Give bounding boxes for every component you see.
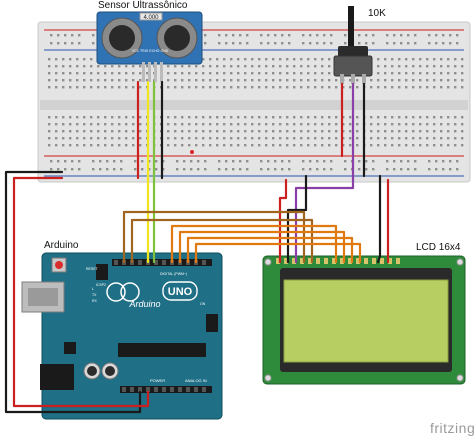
lcd-title: LCD 16x4 [416, 242, 461, 253]
wire-5v-main [12, 176, 150, 408]
wire-lcd-backlight-k [376, 174, 382, 264]
icsp2-header [96, 264, 108, 280]
on-label: ON [200, 302, 206, 306]
lcd-header-pins [276, 258, 400, 264]
wire-lcd-vss [286, 174, 308, 264]
arduino-brand: Arduino [128, 299, 160, 309]
wire-lcd-vdd [278, 178, 288, 264]
sensor-title: Sensor Ultrassônico [98, 0, 188, 11]
breadboard-marker [190, 150, 194, 154]
wire-lcd-d5 [178, 230, 346, 264]
rx-label: RX [92, 299, 98, 303]
analog-label: ANALOG IN [185, 378, 207, 383]
fritzing-watermark: fritzing [430, 420, 474, 436]
wire-lcd-d7 [194, 242, 362, 264]
lcd-module [262, 255, 466, 385]
power-label: POWER [150, 378, 165, 383]
wire-lcd-en [130, 218, 314, 264]
sensor-pin-labels: VCC TRIG ECHO GND [132, 49, 169, 53]
digital-label: DIGITAL (PWM~) [160, 272, 187, 276]
wire-lcd-d6 [186, 236, 354, 264]
reset-label: RESET [86, 267, 99, 271]
arduino-logo-icon [106, 282, 126, 302]
l-label: L [92, 287, 94, 291]
potentiometer [333, 6, 373, 84]
arduino-title: Arduino [44, 240, 79, 251]
icsp-header [206, 314, 218, 332]
ultrasonic-sensor: 4.000 VCC TRIG ECHO GND [96, 11, 203, 82]
uno-badge: UNO [168, 286, 193, 298]
atmega-chip [118, 343, 206, 357]
potentiometer-title: 10K [368, 8, 386, 19]
tx-label: TX [92, 293, 97, 297]
icsp2-label: ICSP2 [96, 283, 106, 287]
arduino-board: UNO Arduino RESET ICSP2 TX RX ON L DIGIT… [21, 252, 223, 420]
wiring [4, 80, 390, 414]
sensor-chip-label: 4.000 [143, 15, 159, 21]
dc-jack [40, 364, 74, 390]
